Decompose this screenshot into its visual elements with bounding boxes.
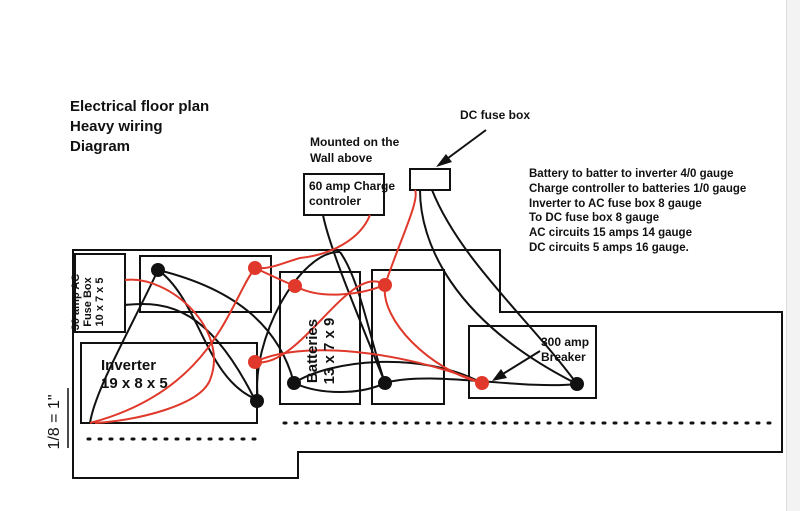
pos-terminal: [475, 376, 489, 390]
neg-wire-11: [431, 189, 578, 385]
pos-wire-8: [254, 214, 371, 270]
neg-wire-6: [256, 250, 341, 401]
wiring-box: [139, 255, 272, 313]
breaker-arrow-head: [492, 369, 507, 381]
pos-terminal: [248, 355, 262, 369]
pos-terminal: [248, 261, 262, 275]
neg-wire-1: [157, 269, 259, 401]
neg-wire-12: [293, 360, 483, 384]
pos-wire-9: [94, 278, 215, 424]
wire-gauge-specs: Battery to batter to inverter 4/0 gauge …: [529, 167, 746, 256]
ac-fuse-box: [74, 253, 126, 333]
neg-terminal: [378, 376, 392, 390]
mounted-line-2: Wall above: [310, 151, 373, 165]
spec-line: DC circuits 5 amps 16 gauge.: [529, 241, 689, 254]
diagram-title: Electrical floor plan Heavy wiring Diagr…: [70, 97, 209, 157]
ac-fuse-line-2: Fuse Box: [82, 277, 94, 327]
pos-wire-7: [254, 280, 386, 364]
neg-terminal: [570, 377, 584, 391]
neg-wire-4: [124, 302, 256, 401]
neg-wire-8: [322, 214, 386, 384]
breaker-line-2: Breaker: [541, 350, 586, 364]
pos-wire-3: [294, 284, 386, 296]
charge-line-1: 60 amp Charge: [309, 179, 396, 193]
pos-wire-5: [383, 284, 483, 384]
negative-wires: [89, 189, 578, 424]
breaker-label: 300 amp Breaker: [541, 335, 589, 365]
inverter-line-2: 19 x 8 x 5: [101, 375, 168, 392]
ac-fuse-box-label: 30 amp AC Fuse Box 10 x 7 x 5: [70, 262, 106, 342]
neg-terminal: [250, 394, 264, 408]
breaker-line-1: 300 amp: [541, 335, 590, 349]
spec-line: AC circuits 15 amps 14 gauge: [529, 227, 692, 240]
dc-fuse-box: [409, 168, 451, 191]
neg-wire-2: [89, 269, 159, 424]
title-line-2: Heavy wiring: [70, 118, 163, 135]
batteries-line-2: 13 x 7 x 9: [321, 317, 338, 385]
pos-wire-6: [254, 349, 483, 384]
inverter-label: Inverter 19 x 8 x 5: [101, 357, 168, 393]
batteries-line-1: Batteries: [304, 318, 321, 384]
page-edge: [786, 0, 800, 511]
neg-wire-10: [419, 189, 578, 385]
breaker-arrow: [497, 350, 541, 378]
title-line-3: Diagram: [70, 138, 131, 155]
inverter-line-1: Inverter: [101, 357, 157, 374]
scale-label: 1/8 = 1": [46, 394, 63, 450]
spec-line: To DC fuse box 8 gauge: [529, 212, 660, 225]
mounted-line-1: Mounted on the: [310, 135, 400, 149]
floor-plan-outline: [72, 249, 783, 479]
neg-terminal: [287, 376, 301, 390]
ac-fuse-line-3: 10 x 7 x 5: [94, 277, 106, 327]
charge-controller-label: 60 amp Charge controler: [309, 179, 395, 209]
ac-fuse-line-1: 30 amp AC: [70, 273, 82, 331]
charge-line-2: controler: [309, 194, 362, 208]
positive-wires: [89, 189, 483, 424]
batteries-label: Batteries 13 x 7 x 9: [304, 296, 338, 406]
neg-wire-3: [157, 269, 295, 384]
dc-fuse-box-label: DC fuse box: [460, 108, 531, 122]
charge-controller-box: [303, 173, 385, 216]
pos-terminal: [288, 279, 302, 293]
mounted-note: Mounted on the Wall above: [310, 134, 399, 166]
pos-terminal: [378, 278, 392, 292]
spec-line: Inverter to AC fuse box 8 gauge: [529, 197, 702, 210]
spec-line: Battery to batter to inverter 4/0 gauge: [529, 168, 734, 180]
spec-line: Charge controller to batteries 1/0 gauge: [529, 182, 747, 195]
neg-wire-5: [293, 382, 386, 393]
pos-wire-4: [384, 189, 417, 286]
terminals: [151, 261, 584, 408]
dc-fuse-arrow-head: [436, 154, 452, 167]
battery-box-1: [279, 271, 361, 405]
neg-wire-7: [339, 251, 386, 384]
neg-terminal: [151, 263, 165, 277]
breaker-box: [468, 325, 597, 399]
title-line-1: Electrical floor plan: [70, 98, 210, 115]
pos-wire-1: [89, 267, 256, 424]
